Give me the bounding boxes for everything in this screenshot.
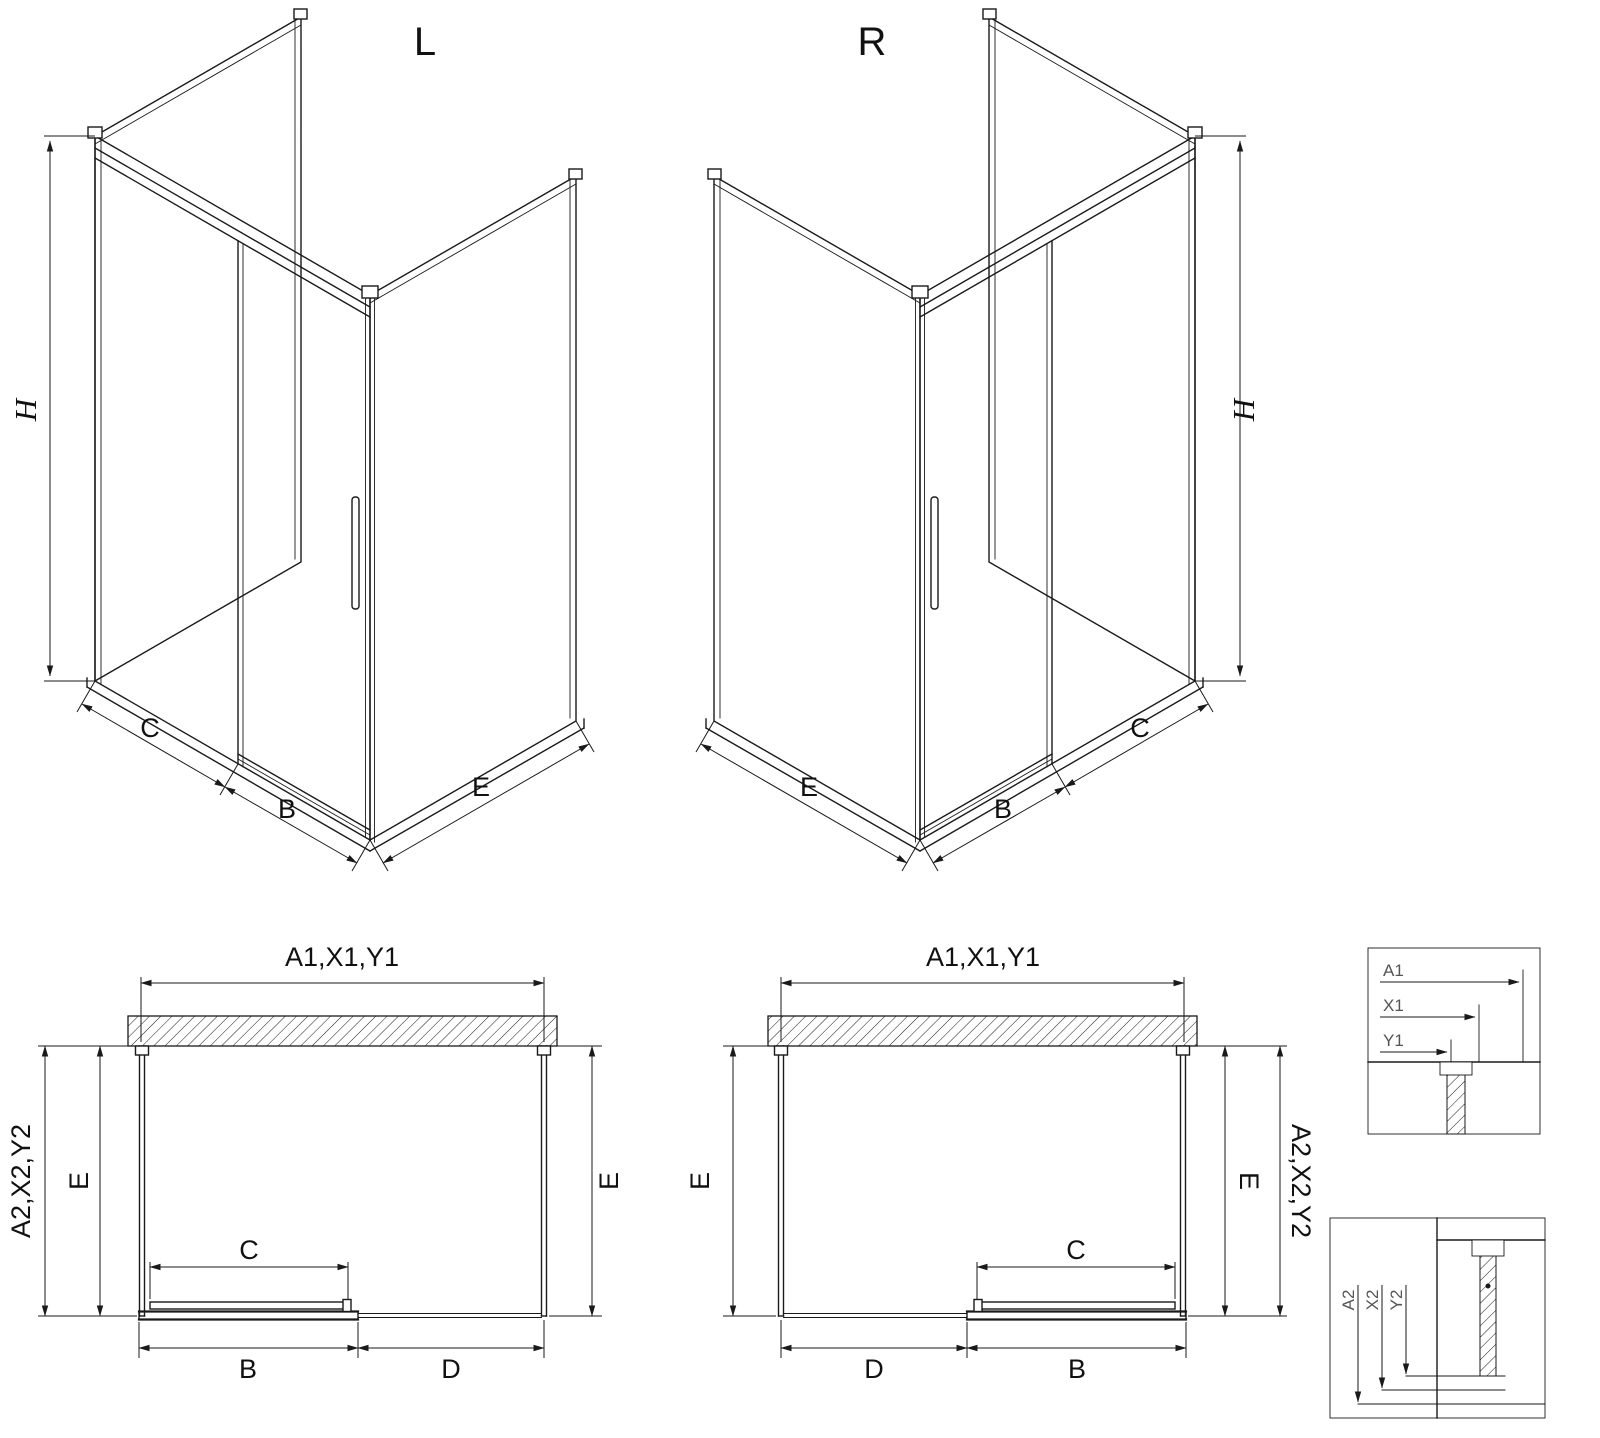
dim-label-e-right: E bbox=[594, 1172, 624, 1190]
plan-view-left: A1,X1,Y1 A2,X2,Y2 E E C B D bbox=[6, 942, 624, 1384]
variant-label-left: L bbox=[414, 20, 436, 64]
tray-anchor-icon bbox=[1471, 1239, 1505, 1257]
iso-geometry-left bbox=[44, 9, 594, 871]
detail-label-x1: X1 bbox=[1383, 996, 1404, 1015]
wall-anchor-icon bbox=[1439, 1061, 1473, 1076]
variant-label-right: R bbox=[858, 20, 887, 64]
dim-label-a2x2y2: A2,X2,Y2 bbox=[1286, 1124, 1316, 1238]
dim-label-a2x2y2: A2,X2,Y2 bbox=[6, 1124, 36, 1238]
detail-label-a2: A2 bbox=[1339, 1290, 1358, 1311]
dim-label-b: B bbox=[994, 794, 1012, 824]
detail-label-y2: Y2 bbox=[1387, 1290, 1406, 1311]
isometric-view-right: R H C B E bbox=[696, 9, 1261, 871]
dim-label-a1x1y1: A1,X1,Y1 bbox=[926, 942, 1040, 972]
dim-label-c: C bbox=[1130, 713, 1150, 743]
dim-label-e: E bbox=[800, 772, 818, 802]
detail-box-floor-fixing: A2 X2 Y2 bbox=[1329, 1217, 1546, 1419]
iso-geometry-right bbox=[696, 9, 1246, 871]
dim-label-b: B bbox=[1068, 1354, 1086, 1384]
fixing-screw-icon bbox=[1485, 1283, 1491, 1289]
detail-label-x2: X2 bbox=[1363, 1290, 1382, 1311]
detail-label-a1: A1 bbox=[1383, 961, 1404, 980]
dim-label-e-left: E bbox=[685, 1172, 715, 1190]
dim-label-a1x1y1: A1,X1,Y1 bbox=[285, 942, 399, 972]
dim-label-b: B bbox=[278, 794, 296, 824]
detail-label-y1: Y1 bbox=[1383, 1031, 1404, 1050]
dim-label-e-left: E bbox=[64, 1172, 94, 1190]
dim-label-c: C bbox=[1066, 1235, 1086, 1265]
wall-section-hatched bbox=[767, 1015, 1198, 1047]
dim-label-e: E bbox=[472, 772, 490, 802]
dim-label-height: H bbox=[8, 397, 43, 422]
wall-section-hatched bbox=[127, 1015, 558, 1047]
dim-label-d: D bbox=[864, 1354, 884, 1384]
detail-box-wall-fixing: A1 X1 Y1 bbox=[1367, 947, 1541, 1135]
dim-label-height: H bbox=[1226, 397, 1261, 422]
dim-label-c: C bbox=[140, 713, 160, 743]
dim-label-e-right: E bbox=[1234, 1172, 1264, 1190]
isometric-view-left: L H C B E bbox=[8, 9, 594, 871]
dim-label-b: B bbox=[239, 1354, 257, 1384]
dim-label-c: C bbox=[239, 1235, 259, 1265]
plan-view-right: A1,X1,Y1 A2,X2,Y2 E E C D B bbox=[685, 942, 1316, 1384]
dim-label-d: D bbox=[441, 1354, 461, 1384]
glass-profile-section bbox=[1479, 1239, 1497, 1377]
